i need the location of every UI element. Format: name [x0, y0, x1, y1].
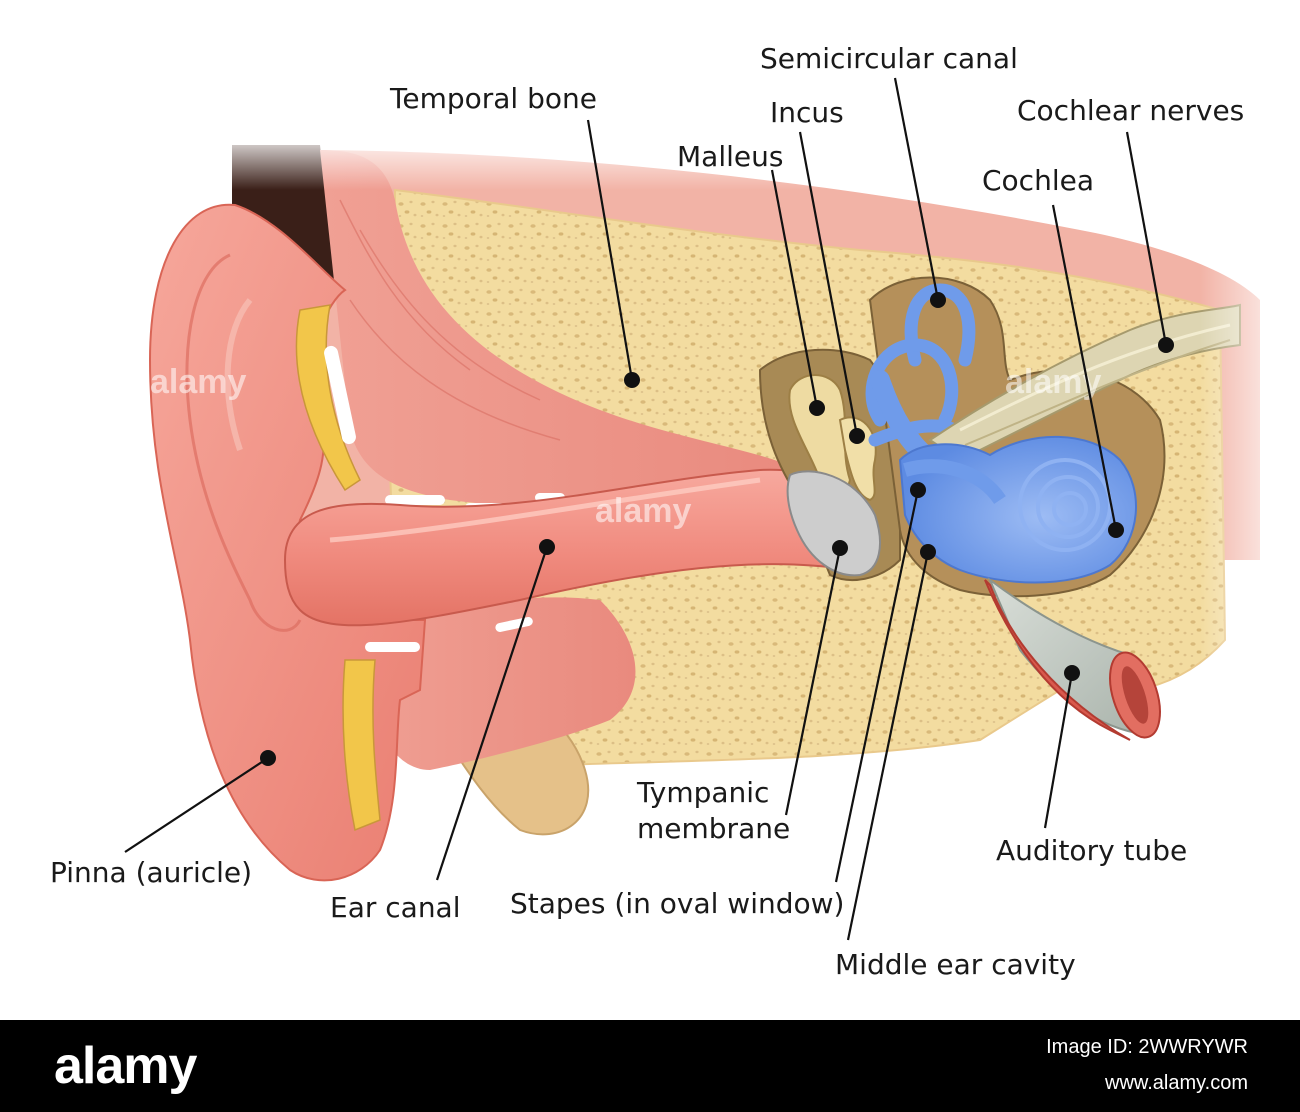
incus-shape: [838, 416, 877, 502]
ear-anatomy-diagram: alamy alamy alamy: [50, 42, 1300, 981]
leader-auditory-tube: [1043, 665, 1080, 829]
malleus-shape: [788, 374, 852, 496]
leader-malleus: [770, 169, 825, 416]
image-id: Image ID: 2WWRYWR: [1046, 1036, 1248, 1058]
leader-middle-ear-cavity: [846, 544, 936, 941]
leader-incus: [798, 131, 865, 444]
upper-soft-tissue: [320, 150, 800, 508]
watermark-footer: alamy Image ID: 2WWRYWR www.alamy.com: [0, 1020, 1300, 1112]
cochlea-spiral: [1018, 458, 1112, 552]
anatomy-illustration: alamy alamy alamy: [50, 42, 1300, 981]
label-semicircular-canal: Semicircular canal: [760, 42, 1018, 75]
alamy-logo: alamy: [54, 1037, 197, 1095]
label-incus: Incus: [770, 96, 844, 129]
leader-ear-canal: [435, 539, 555, 881]
leader-cochlea: [1051, 204, 1124, 538]
label-ear-canal: Ear canal: [330, 891, 461, 924]
leader-temporal-bone: [586, 119, 640, 388]
leader-tympanic-membrane: [784, 540, 848, 816]
label-middle-ear-cavity: Middle ear cavity: [835, 948, 1076, 981]
tympanic-membrane-shape: [786, 470, 881, 577]
watermark-center: alamy: [595, 492, 691, 530]
label-auditory-tube: Auditory tube: [996, 834, 1187, 867]
label-stapes: Stapes (in oval window): [510, 887, 844, 920]
label-temporal-bone: Temporal bone: [389, 82, 597, 115]
leader-semicircular-canal: [893, 77, 946, 308]
site-url: www.alamy.com: [1105, 1072, 1248, 1094]
label-cochlea: Cochlea: [982, 164, 1094, 197]
cartilage-lower: [342, 659, 381, 832]
label-malleus: Malleus: [677, 140, 783, 173]
label-tympanic-line1: Tympanic: [636, 776, 769, 809]
label-pinna: Pinna (auricle): [50, 856, 252, 889]
label-tympanic-line2: membrane: [637, 812, 790, 845]
label-cochlear-nerves: Cochlear nerves: [1017, 94, 1244, 127]
watermark-left: alamy: [150, 363, 246, 401]
leader-pinna: [124, 750, 276, 853]
leader-cochlear-nerves: [1125, 131, 1174, 353]
leader-stapes: [834, 482, 926, 883]
